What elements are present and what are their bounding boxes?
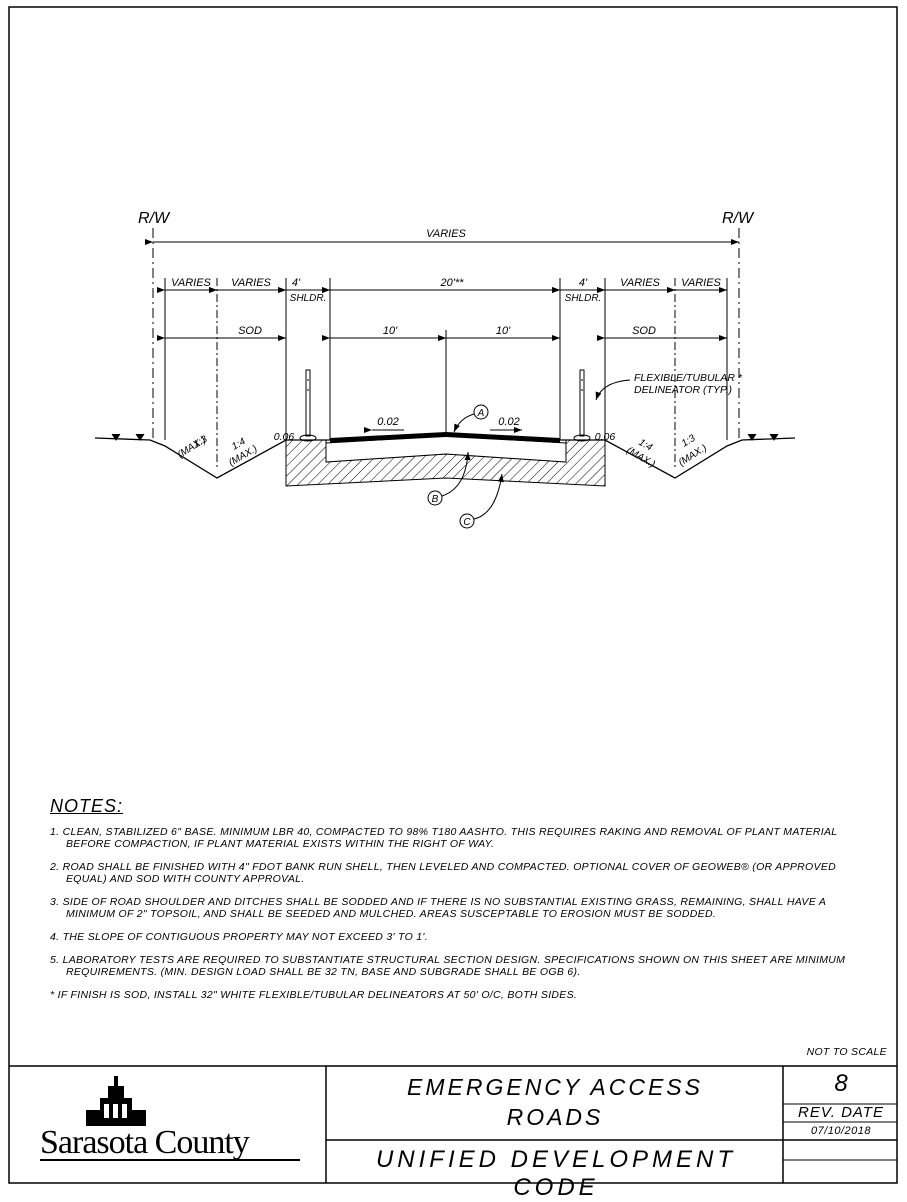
callout-b: B (427, 451, 471, 506)
notes-title: NOTES: (50, 796, 124, 816)
drawing-subtitle: UNIFIED DEVELOPMENT CODE (375, 1146, 737, 1201)
varies-label-1: VARIES (171, 277, 211, 289)
cross-slope-left: 0.02 (377, 416, 398, 428)
svg-text:C: C (463, 517, 471, 528)
shoulder-left-label: SHLDR. (290, 293, 327, 304)
shoulder-right-label: SHLDR. (565, 293, 602, 304)
varies-label-4: VARIES (681, 277, 721, 289)
varies-label-3: VARIES (620, 277, 660, 289)
rev-date-label: REV. DATE (798, 1104, 884, 1121)
note-item: 1. CLEAN, STABILIZED 6" BASE. MINIMUM LB… (50, 826, 838, 850)
svg-text:A: A (477, 408, 485, 419)
rw-label-right: R/W (722, 210, 755, 227)
delineator-label-line1: FLEXIBLE/TUBULAR * (634, 372, 743, 384)
note-item: 2. ROAD SHALL BE FINISHED WITH 4" FDOT B… (50, 861, 837, 885)
note-item: 4. THE SLOPE OF CONTIGUOUS PROPERTY MAY … (50, 931, 428, 943)
extension-lines (164, 278, 728, 468)
slope-right-outer-max: (MAX.) (677, 443, 709, 469)
cross-slope-right: 0.02 (498, 416, 519, 428)
county-courthouse-logo (86, 1076, 146, 1126)
sod-left-label: SOD (238, 325, 262, 337)
varies-label-2: VARIES (231, 277, 271, 289)
rev-date-value: 07/10/2018 (810, 1125, 872, 1137)
note-footnote: * IF FINISH IS SOD, INSTALL 32" WHITE FL… (50, 989, 578, 1001)
pavement-width: 20'** (440, 277, 465, 289)
drawing-title-line2: ROADS (506, 1104, 604, 1130)
title-block-frame (9, 1065, 897, 1183)
surface-course (330, 432, 560, 443)
note-item: 5. LABORATORY TESTS ARE REQUIRED TO SUBS… (50, 954, 846, 978)
callout-a: A (453, 404, 489, 433)
rw-label-left: R/W (138, 210, 171, 227)
drawing-title-line1: EMERGENCY ACCESS (407, 1074, 703, 1100)
delineator-leader (595, 379, 631, 401)
delineator-right (573, 369, 591, 442)
sheet-border (8, 6, 898, 1184)
lane-left-label: 10' (383, 325, 398, 337)
notes-section: NOTES: 1. CLEAN, STABILIZED 6" BASE. MIN… (50, 796, 870, 1012)
shoulder-slope-right: 0.06 (595, 431, 616, 443)
sod-right-label: SOD (632, 325, 656, 337)
shoulder-slope-left: 0.06 (274, 431, 295, 443)
scale-note: NOT TO SCALE (806, 1046, 887, 1058)
delineator-left (299, 369, 317, 442)
svg-text:B: B (432, 494, 439, 505)
sheet-number: 8 (834, 1070, 848, 1097)
lane-right-label: 10' (496, 325, 511, 337)
callout-c: C (459, 473, 504, 529)
delineator-label-line2: DELINEATOR (TYP.) (634, 384, 732, 396)
county-logo-text: Sarasota County (40, 1124, 250, 1161)
slope-left-outer-max: (MAX.) (176, 435, 208, 461)
grass-symbols (111, 433, 779, 441)
overall-dimension-label: VARIES (426, 228, 466, 240)
shoulder-right-width: 4' (579, 277, 588, 289)
note-item: 3. SIDE OF ROAD SHOULDER AND DITCHES SHA… (50, 896, 826, 920)
shoulder-left-width: 4' (292, 277, 301, 289)
